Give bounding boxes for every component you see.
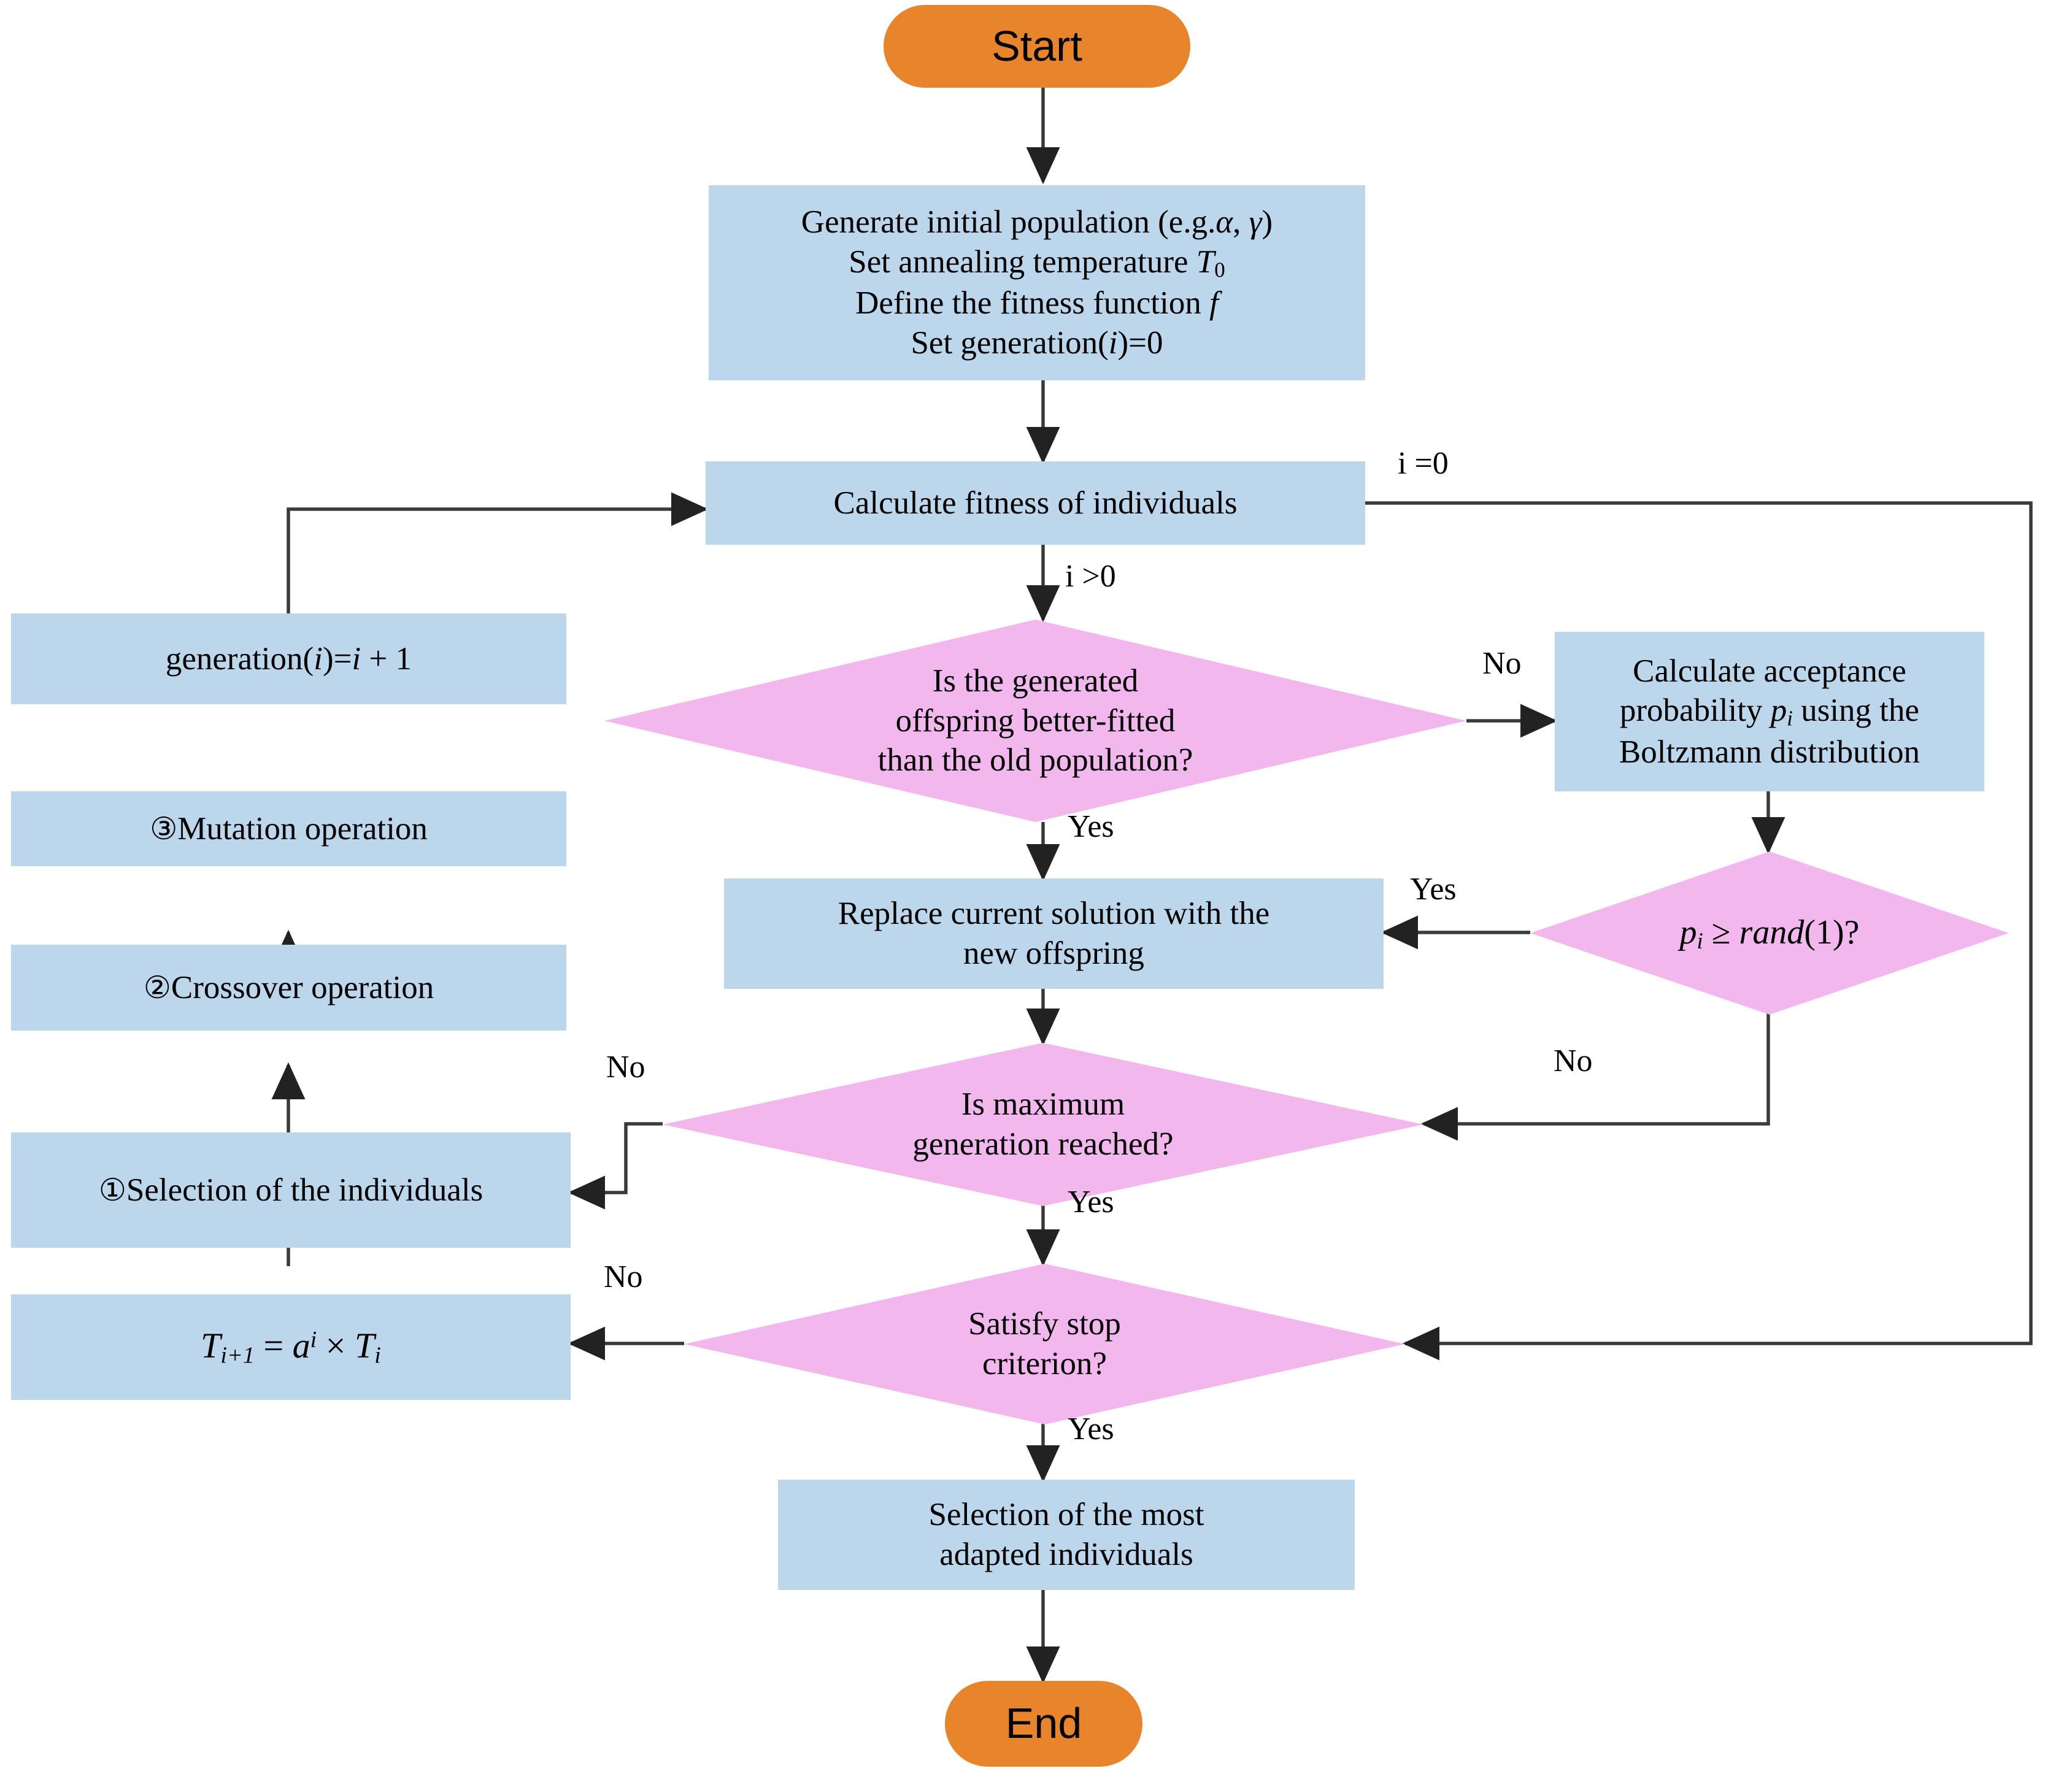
node-selection-individuals[interactable]: ①Selection of the individuals (11, 1132, 571, 1248)
decision-offspring-line-1: Is the generated (932, 663, 1139, 699)
edge-label-prand-no: No (1554, 1043, 1593, 1078)
maxgen-line-2: generation reached? (912, 1126, 1174, 1162)
node-decision-offspring-better[interactable]: Is the generated offspring better-fitted… (604, 620, 1466, 822)
edge-label-offspring-no: No (1482, 646, 1522, 681)
node-generation-increment-label: generation(i)=i + 1 (165, 640, 412, 677)
node-initialize-population[interactable]: Generate initial population (e.g.α, γ) S… (709, 185, 1365, 380)
selectbest-line-2: adapted individuals (939, 1537, 1193, 1572)
node-crossover-operation-label: ②Crossover operation (143, 969, 434, 1005)
acceptance-line-2: probability pi using the (1619, 693, 1920, 731)
node-crossover-operation[interactable]: ②Crossover operation (11, 945, 566, 1031)
acceptance-line-3: Boltzmann distribution (1619, 734, 1920, 770)
edge-label-i-equals-zero: i =0 (1398, 446, 1449, 481)
node-acceptance-probability-text: Calculate acceptance probability pi usin… (1619, 651, 1920, 772)
init-line-2: Set annealing temperature T0 (849, 244, 1225, 282)
edge-label-maxgen-yes: Yes (1068, 1185, 1114, 1220)
node-start[interactable]: Start (884, 5, 1190, 88)
decision-offspring-text: Is the generated offspring better-fitted… (604, 620, 1466, 822)
maxgen-line-1: Is maximum (961, 1086, 1125, 1123)
edge-maxgen-no-to-selection (568, 1122, 663, 1210)
node-acceptance-probability[interactable]: Calculate acceptance probability pi usin… (1555, 632, 1984, 791)
node-decision-max-generation[interactable]: Is maximum generation reached? (663, 1043, 1423, 1206)
edge-prand-no-to-maxgen (1420, 1013, 1770, 1141)
selectbest-line-1: Selection of the most (928, 1497, 1204, 1533)
decision-acceptance-text: pi ≥ rand(1)? (1679, 913, 1860, 954)
node-calculate-fitness[interactable]: Calculate fitness of individuals (706, 461, 1365, 545)
node-calculate-fitness-label: Calculate fitness of individuals (833, 485, 1238, 521)
node-mutation-operation-label: ③Mutation operation (150, 810, 428, 847)
edge-label-offspring-yes: Yes (1068, 809, 1114, 844)
init-line-4: Set generation(i)=0 (911, 325, 1163, 361)
edge-generationinc-to-calcfitness (287, 492, 709, 613)
init-line-3: Define the fitness function f (855, 285, 1219, 321)
decision-offspring-line-2: offspring better-fitted (895, 702, 1176, 739)
decision-offspring-line-3: than the old population? (877, 742, 1193, 778)
init-line-1: Generate initial population (e.g.α, γ) (801, 204, 1273, 240)
node-select-most-adapted-text: Selection of the most adapted individual… (929, 1495, 1204, 1574)
edge-label-prand-yes: Yes (1410, 872, 1457, 907)
node-select-most-adapted[interactable]: Selection of the most adapted individual… (778, 1480, 1355, 1590)
node-temperature-update[interactable]: Ti+1 = ai × Ti (11, 1294, 571, 1400)
node-replace-solution-text: Replace current solution with the new of… (838, 894, 1270, 973)
edge-label-i-greater-zero: i >0 (1065, 559, 1116, 594)
node-end-label: End (1005, 1699, 1082, 1748)
node-initialize-population-text: Generate initial population (e.g.α, γ) S… (801, 202, 1273, 363)
stop-line-1: Satisfy stop (968, 1306, 1121, 1342)
node-decision-stop-criterion[interactable]: Satisfy stop criterion? (684, 1264, 1405, 1424)
node-replace-solution[interactable]: Replace current solution with the new of… (724, 878, 1384, 989)
node-mutation-operation[interactable]: ③Mutation operation (11, 791, 566, 866)
node-temperature-update-label: Ti+1 = ai × Ti (201, 1325, 381, 1369)
edge-label-stop-yes: Yes (1068, 1412, 1114, 1447)
node-selection-individuals-label: ①Selection of the individuals (98, 1171, 483, 1208)
stop-line-2: criterion? (982, 1346, 1107, 1381)
decision-max-generation-text: Is maximum generation reached? (663, 1043, 1423, 1206)
node-decision-acceptance-test[interactable]: pi ≥ rand(1)? (1530, 851, 2009, 1015)
replace-line-2: new offspring (963, 936, 1144, 971)
edge-label-stop-no: No (604, 1259, 643, 1294)
acceptance-line-1: Calculate acceptance (1633, 653, 1906, 689)
node-start-label: Start (992, 21, 1082, 70)
replace-line-1: Replace current solution with the (838, 896, 1270, 932)
node-end[interactable]: End (945, 1681, 1142, 1767)
edge-label-maxgen-no: No (606, 1050, 645, 1085)
decision-stop-criterion-text: Satisfy stop criterion? (684, 1264, 1405, 1424)
node-generation-increment[interactable]: generation(i)=i + 1 (11, 613, 566, 704)
